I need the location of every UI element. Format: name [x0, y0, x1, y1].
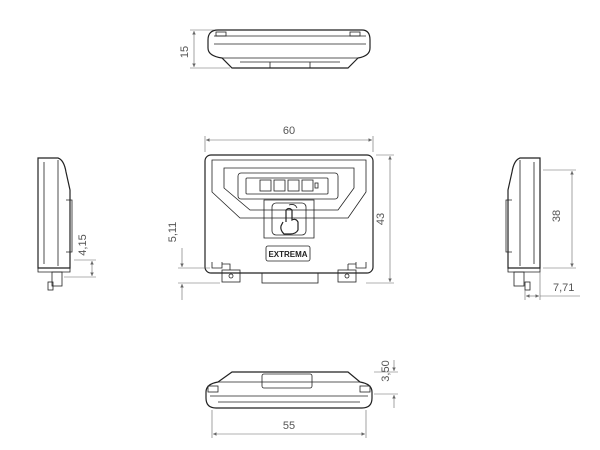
dim-left-offset: 4,15: [77, 234, 89, 255]
dim-front-offset: 5,11: [167, 222, 179, 243]
dim-top-height: 15: [179, 46, 191, 58]
dim-right-offset: 7,71: [553, 282, 574, 294]
brand-logo: EXTREMA: [268, 250, 307, 259]
led-1: [259, 179, 272, 192]
left-side-view: [37, 157, 96, 291]
top-view: [190, 29, 371, 69]
right-side-view: [505, 157, 580, 300]
dim-bottom-width: 55: [283, 420, 295, 432]
dim-right-height: 38: [551, 210, 563, 222]
front-view: EXTREMA: [178, 136, 394, 300]
bottom-view: [205, 360, 398, 438]
dim-front-width: 60: [283, 125, 295, 137]
led-4: [301, 179, 314, 192]
svg-text:EXTREMA: EXTREMA: [268, 250, 307, 259]
led-2: [273, 179, 286, 192]
dim-front-height: 43: [375, 213, 387, 225]
touch-hand-icon: [280, 204, 299, 235]
dim-bottom-height: 3,50: [380, 360, 392, 381]
led-3: [287, 179, 300, 192]
